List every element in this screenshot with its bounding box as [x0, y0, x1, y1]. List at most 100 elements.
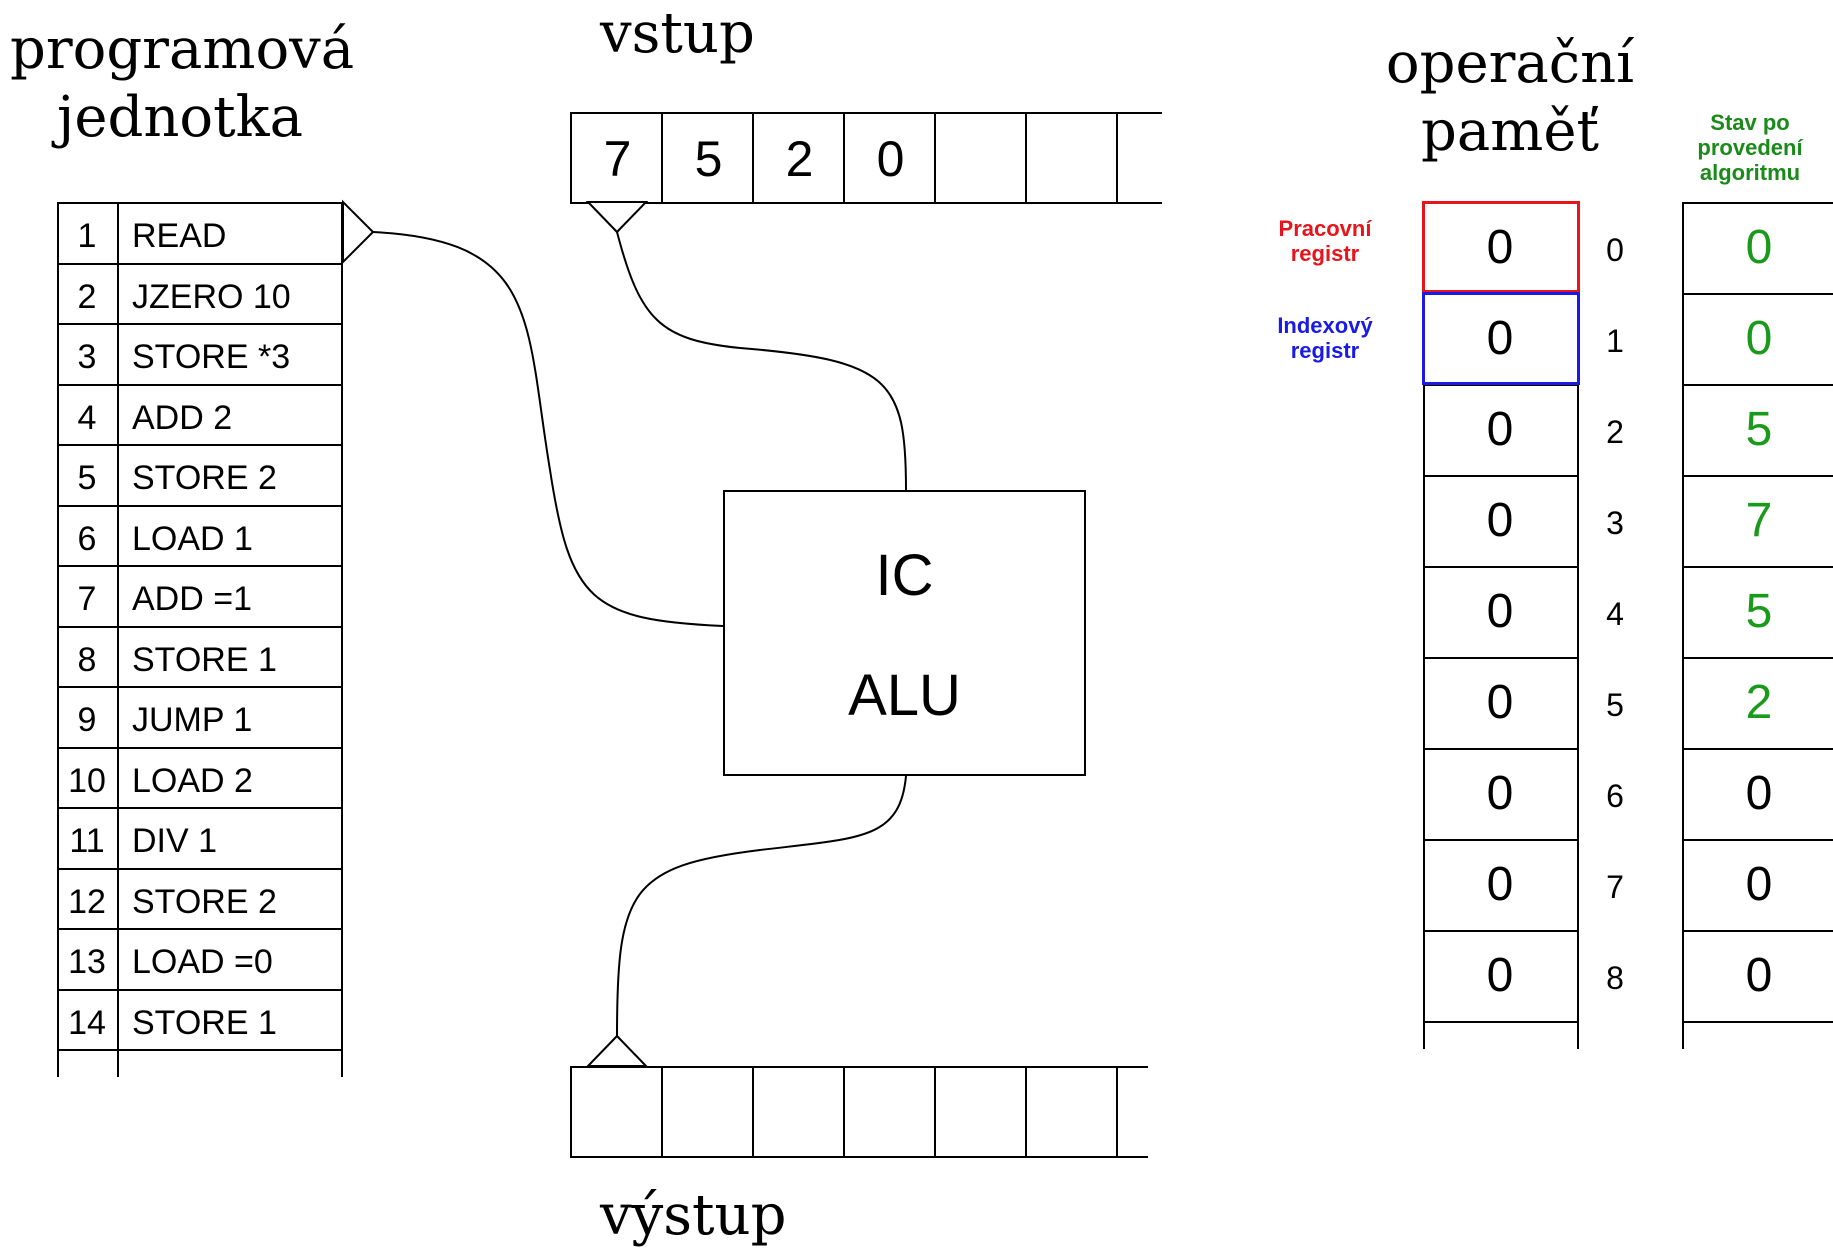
alu-label: ALU [848, 663, 961, 728]
memory-address: 1 [1606, 323, 1624, 359]
memory-border [1423, 657, 1579, 659]
tape-cell [934, 112, 1025, 202]
program-instruction: LOAD 2 [132, 761, 253, 800]
tape-cell [1025, 112, 1116, 202]
program-pointer [342, 199, 375, 265]
cpu-box: IC ALU [723, 490, 1086, 776]
program-unit-heading-line2: jednotka [57, 85, 303, 150]
memory-cell-value: 0 [1486, 858, 1514, 911]
program-line-number: 2 [77, 277, 97, 316]
program-line-number: 8 [77, 640, 97, 679]
program-row: 3 STORE *3 [57, 323, 343, 383]
program-table-border [57, 202, 59, 1077]
memory-border [1423, 930, 1579, 932]
output-write-head [585, 1034, 649, 1067]
program-line-number: 12 [68, 882, 106, 921]
instruction-counter-label: IC [875, 543, 934, 608]
memory-border [1423, 748, 1579, 750]
program-line-number: 7 [77, 580, 97, 618]
final-state-heading-line3: algoritmu [1699, 160, 1801, 185]
program-line-number: 9 [77, 701, 97, 739]
program-row: 7 ADD =1 [57, 565, 343, 625]
memory-border [1423, 839, 1579, 841]
memory-cell-value: 0 [1486, 494, 1514, 547]
program-unit-heading-line1: programová [10, 17, 355, 82]
program-line-number: 10 [68, 761, 106, 800]
program-instruction: JUMP 1 [132, 701, 253, 739]
program-line-number: 13 [68, 943, 106, 981]
final-state-value: 5 [1745, 585, 1773, 638]
final-state-border [1682, 384, 1833, 386]
memory-border [1423, 1021, 1579, 1023]
final-state-border [1682, 930, 1833, 932]
memory-border [1423, 384, 1579, 386]
program-instruction: STORE 1 [132, 640, 277, 679]
program-row: 5 STORE 2 [57, 444, 343, 504]
tape-cell [1116, 112, 1207, 202]
final-state-border [1682, 566, 1833, 568]
program-line-number: 4 [77, 398, 97, 437]
tape-border [570, 1156, 1148, 1158]
tape-cell [661, 1066, 752, 1156]
tape-value: 0 [876, 131, 905, 187]
final-state-value: 0 [1745, 312, 1773, 365]
final-state-border [1682, 1021, 1833, 1023]
final-state-border [1682, 657, 1833, 659]
program-line-number: 1 [77, 217, 97, 255]
tape-cell: 5 [661, 112, 752, 202]
memory-heading-line1: operační [1385, 31, 1635, 96]
tape-cell [843, 1066, 934, 1156]
program-instruction: STORE 2 [132, 459, 277, 497]
program-row: 10 LOAD 2 [57, 746, 343, 807]
work-register-box [1422, 201, 1580, 293]
work-register-label-line1: Pracovní [1278, 216, 1372, 241]
final-state-value: 2 [1745, 676, 1773, 729]
final-state-border [1682, 202, 1833, 204]
memory-heading: operační paměť [1370, 30, 1650, 166]
final-state-value: 7 [1745, 494, 1773, 547]
program-line-number: 5 [77, 459, 97, 497]
memory-address: 4 [1606, 596, 1624, 632]
final-state-value: 0 [1745, 858, 1773, 911]
tape-cell: 2 [752, 112, 843, 202]
final-state-border [1682, 839, 1833, 841]
program-row: 8 STORE 1 [57, 625, 343, 686]
program-line-number: 6 [77, 519, 97, 558]
tape-value: 2 [785, 131, 814, 187]
tape-border [570, 202, 1162, 204]
tape-value: 7 [603, 131, 632, 187]
memory-address: 7 [1606, 869, 1624, 905]
index-register-box [1422, 292, 1580, 385]
memory-border [1577, 202, 1579, 1049]
program-instruction: ADD 2 [132, 398, 233, 437]
index-register-label-line2: registr [1290, 338, 1360, 363]
program-instruction: JZERO 10 [132, 277, 291, 316]
tape-cell: 0 [843, 112, 934, 202]
final-state-border [1682, 748, 1833, 750]
program-instruction: ADD =1 [132, 580, 252, 618]
memory-address: 3 [1606, 505, 1624, 541]
memory-heading-line2: paměť [1421, 99, 1599, 164]
tape-cell [752, 1066, 843, 1156]
work-register-label-line2: registr [1290, 241, 1360, 266]
index-register-label-line1: Indexový [1277, 313, 1373, 338]
memory-border [1423, 475, 1579, 477]
memory-cell-value: 0 [1486, 585, 1514, 638]
program-line-number: 11 [69, 822, 105, 860]
wire-program-to-cpu [372, 231, 724, 627]
program-line-number: 14 [68, 1003, 106, 1042]
memory-cell-value: 0 [1486, 221, 1514, 274]
program-line-number: 3 [77, 338, 97, 376]
final-state-border [1682, 293, 1833, 295]
output-tape [570, 1066, 1148, 1158]
memory-cell-value: 0 [1486, 403, 1514, 456]
tape-cell [934, 1066, 1025, 1156]
wire-cpu-to-output [616, 775, 907, 1037]
program-instruction: STORE *3 [132, 338, 291, 376]
